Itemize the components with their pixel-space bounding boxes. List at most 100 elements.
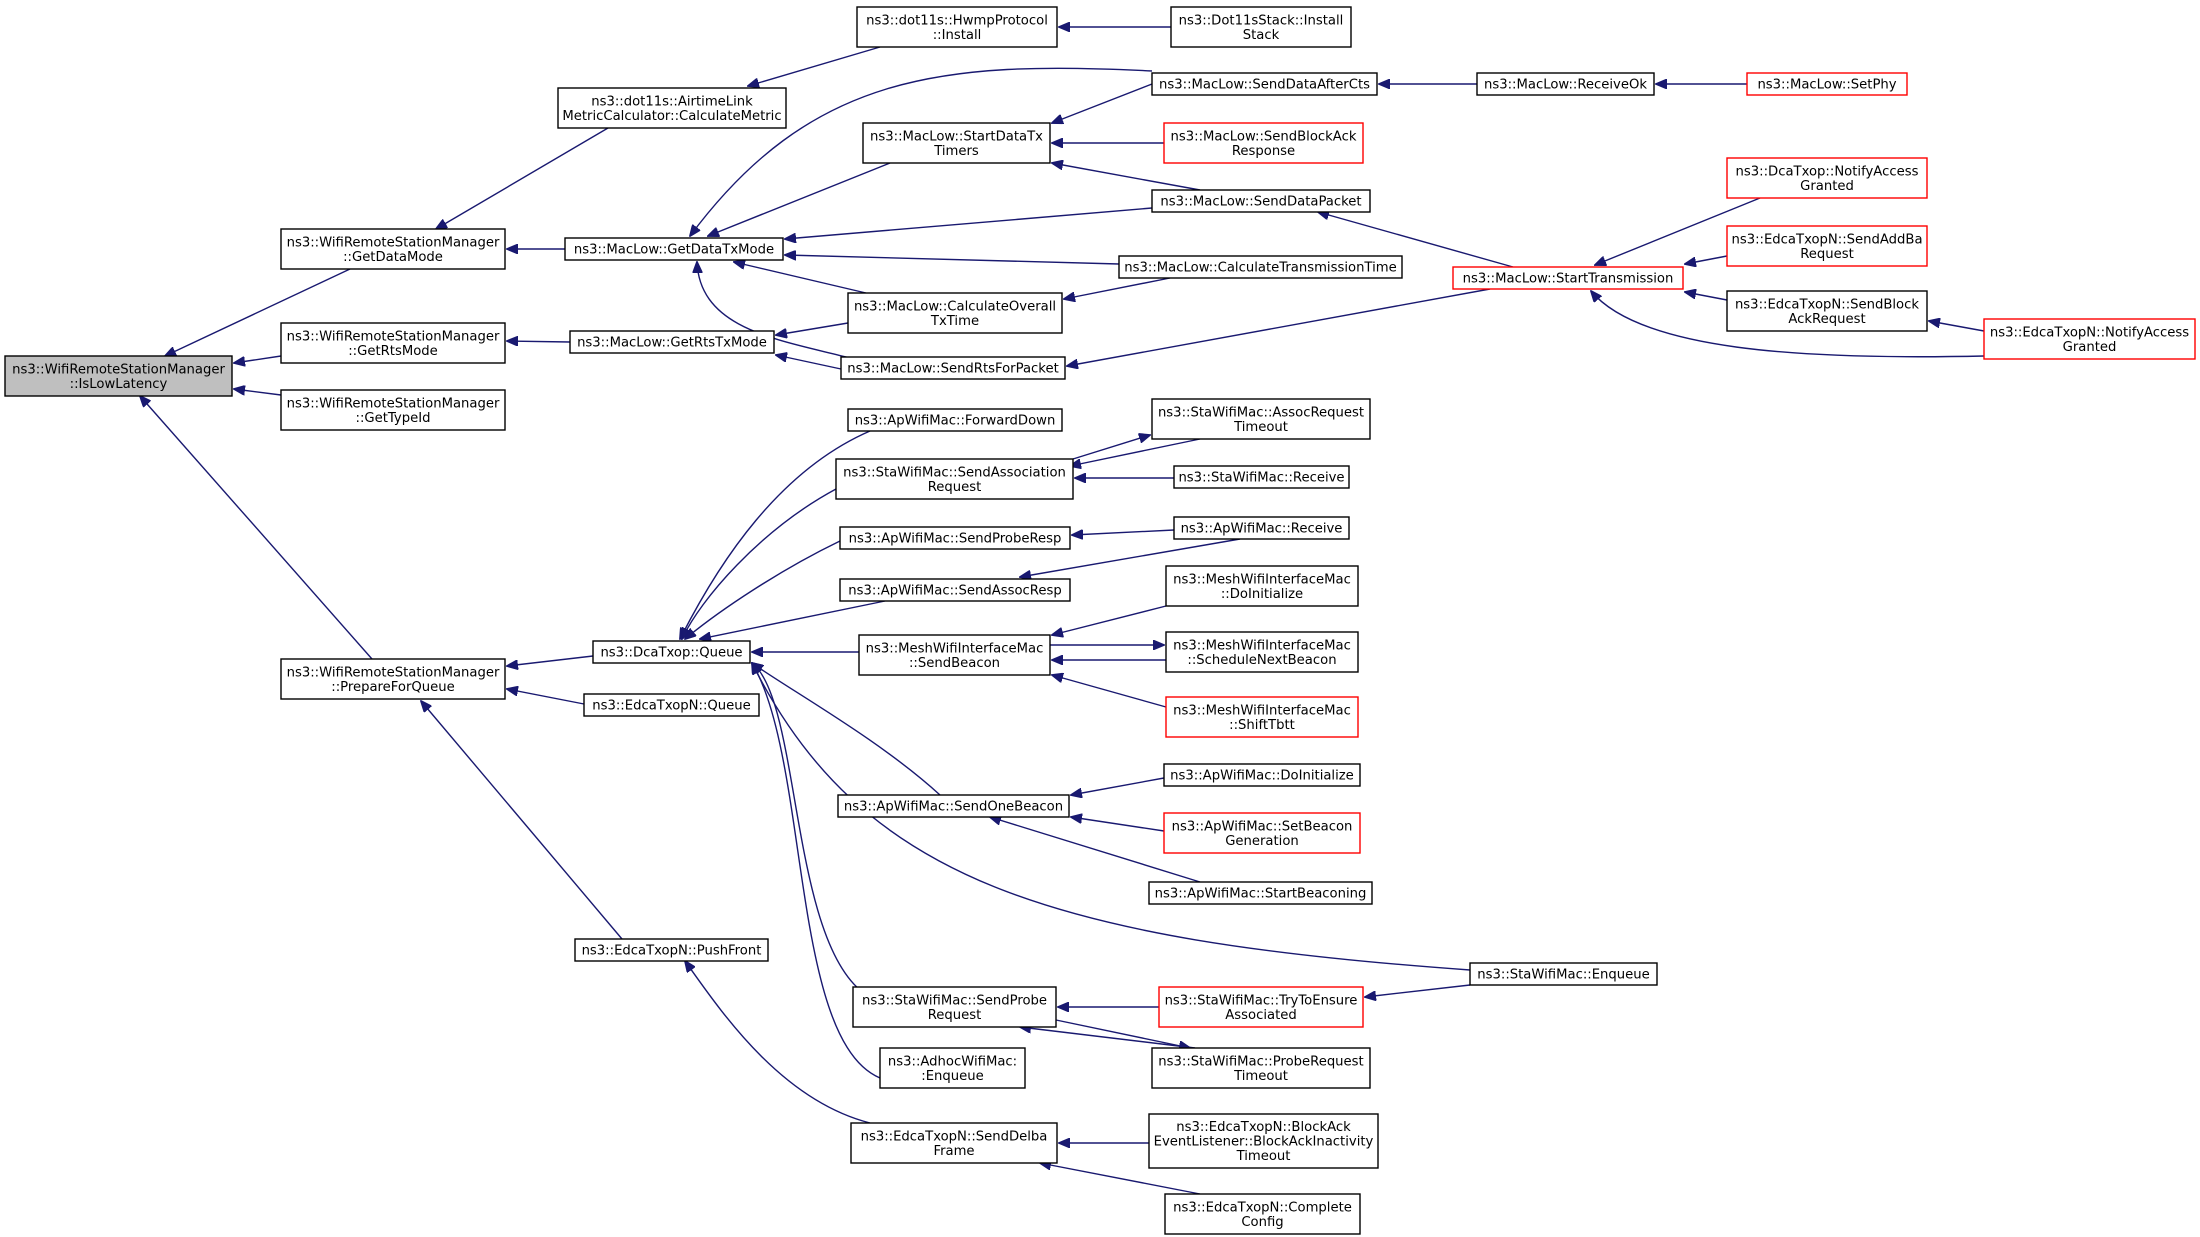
node-label: ns3::ApWifiMac::SendAssocResp: [848, 584, 1061, 599]
node-apDoInit[interactable]: ns3::ApWifiMac::DoInitialize: [1163, 763, 1361, 787]
node-label: ns3::MacLow::GetDataTxMode: [574, 243, 774, 258]
node-label: ns3::MacLow::SendBlockAck: [1171, 129, 1357, 144]
node-label: ns3::MacLow::StartTransmission: [1463, 272, 1674, 287]
node-label: ns3::dot11s::AirtimeLink: [591, 94, 753, 109]
node-sendDataPacket[interactable]: ns3::MacLow::SendDataPacket: [1151, 189, 1371, 213]
edge-edcaPushFront-to-prepareForQueue: [421, 701, 623, 940]
node-label: ns3::EdcaTxopN::Queue: [592, 699, 751, 714]
node-label: ns3::ApWifiMac::ForwardDown: [855, 414, 1056, 429]
node-calcTransmissionTime[interactable]: ns3::MacLow::CalculateTransmissionTime: [1118, 255, 1403, 279]
node-edcaBlockAckInactivity[interactable]: ns3::EdcaTxopN::BlockAckEventListener::B…: [1148, 1113, 1379, 1169]
node-label: ns3::ApWifiMac::Receive: [1181, 522, 1343, 537]
node-label: Timeout: [1236, 1149, 1291, 1164]
node-box: [4, 355, 233, 397]
edge-apForwardDown-to-dcaQueue: [680, 430, 871, 639]
node-meshSendBeacon[interactable]: ns3::MeshWifiInterfaceMac::SendBeacon: [858, 634, 1051, 676]
node-getDataMode[interactable]: ns3::WifiRemoteStationManager::GetDataMo…: [280, 228, 506, 270]
node-macGetDataTxMode[interactable]: ns3::MacLow::GetDataTxMode: [564, 237, 784, 261]
node-apSendAssocResp[interactable]: ns3::ApWifiMac::SendAssocResp: [839, 578, 1071, 602]
node-apReceive[interactable]: ns3::ApWifiMac::Receive: [1173, 516, 1350, 540]
edge-airtime-to-getDataMode: [436, 127, 609, 229]
node-box: [1469, 962, 1658, 986]
node-staReceive[interactable]: ns3::StaWifiMac::Receive: [1173, 465, 1350, 489]
node-label: Stack: [1243, 28, 1280, 43]
node-meshSchedule[interactable]: ns3::MeshWifiInterfaceMac::ScheduleNextB…: [1165, 631, 1359, 673]
node-staEnqueue[interactable]: ns3::StaWifiMac::Enqueue: [1469, 962, 1658, 986]
node-apStartBeaconing[interactable]: ns3::ApWifiMac::StartBeaconing: [1148, 881, 1373, 905]
node-label: TxTime: [930, 314, 979, 329]
node-box: [1165, 631, 1359, 673]
edge-adhocEnqueue-to-dcaQueue: [752, 663, 881, 1079]
node-box: [879, 1047, 1026, 1089]
node-receiveOk[interactable]: ns3::MacLow::ReceiveOk: [1476, 72, 1655, 96]
node-label: ::GetTypeId: [356, 411, 431, 426]
node-sendRtsForPacket[interactable]: ns3::MacLow::SendRtsForPacket: [840, 356, 1066, 380]
node-dcaQueue[interactable]: ns3::DcaTxop::Queue: [592, 640, 751, 664]
edge-edcaQueue-to-prepareForQueue: [507, 689, 585, 705]
edge-staSendProbe-to-dcaQueue: [752, 663, 861, 991]
edge-edcaNotifyAccess-to-startTransmission: [1591, 291, 1985, 358]
edge-apSendProbeResp-to-dcaQueue: [685, 540, 841, 639]
node-apSendProbeResp[interactable]: ns3::ApWifiMac::SendProbeResp: [839, 526, 1071, 550]
edge-edcaSendAddBa-to-startTransmission: [1685, 255, 1728, 264]
node-label: ns3::MeshWifiInterfaceMac: [1173, 572, 1351, 587]
node-label: ns3::EdcaTxopN::Complete: [1173, 1200, 1352, 1215]
node-meshShiftTbtt[interactable]: ns3::MeshWifiInterfaceMac::ShiftTbtt: [1165, 696, 1359, 738]
node-sendDataAfterCts[interactable]: ns3::MacLow::SendDataAfterCts: [1151, 72, 1378, 96]
node-box: [856, 6, 1058, 48]
node-getRtsMode[interactable]: ns3::WifiRemoteStationManager::GetRtsMod…: [280, 322, 506, 364]
node-label: ns3::StaWifiMac::SendProbe: [862, 993, 1047, 1008]
node-prepareForQueue[interactable]: ns3::WifiRemoteStationManager::PrepareFo…: [280, 658, 506, 700]
node-hwmpInstall[interactable]: ns3::dot11s::HwmpProtocol::Install: [856, 6, 1058, 48]
node-meshDoInit[interactable]: ns3::MeshWifiInterfaceMac::DoInitialize: [1165, 565, 1359, 607]
node-label: ns3::DcaTxop::NotifyAccess: [1736, 164, 1919, 179]
node-box: [569, 330, 775, 354]
node-setPhy[interactable]: ns3::MacLow::SetPhy: [1746, 72, 1908, 96]
edge-apStartBeaconing-to-apSendOneBeacon: [990, 817, 1201, 883]
node-apForwardDown[interactable]: ns3::ApWifiMac::ForwardDown: [847, 408, 1063, 432]
edges-layer: [140, 27, 1985, 1195]
node-box: [1163, 812, 1361, 854]
node-getTypeId[interactable]: ns3::WifiRemoteStationManager::GetTypeId: [280, 389, 506, 431]
node-box: [1452, 266, 1684, 290]
edge-meshShiftTbtt-to-meshSendBeacon: [1052, 675, 1167, 708]
node-airtime[interactable]: ns3::dot11s::AirtimeLinkMetricCalculator…: [557, 87, 787, 129]
node-box: [1165, 565, 1359, 607]
node-edcaQueue[interactable]: ns3::EdcaTxopN::Queue: [583, 693, 760, 717]
edge-apReceive-to-apSendProbeResp: [1072, 529, 1175, 535]
nodes-layer: ns3::WifiRemoteStationManager::IsLowLate…: [4, 6, 2196, 1235]
node-apSendOneBeacon[interactable]: ns3::ApWifiMac::SendOneBeacon: [837, 794, 1070, 818]
node-box: [1726, 290, 1928, 332]
node-root[interactable]: ns3::WifiRemoteStationManager::IsLowLate…: [4, 355, 233, 397]
edge-edcaSendBlockAck-to-startTransmission: [1685, 292, 1728, 301]
node-adhocEnqueue[interactable]: ns3::AdhocWifiMac::Enqueue: [879, 1047, 1026, 1089]
node-box: [847, 408, 1063, 432]
node-label: Response: [1232, 144, 1295, 159]
edge-staSendAssoc-to-staAssocTimeout: [1072, 435, 1150, 460]
edge-sendRtsForPacket-to-macGetRtsTxMode: [776, 355, 842, 370]
node-label: ns3::MeshWifiInterfaceMac: [1173, 638, 1351, 653]
node-label: ::GetRtsMode: [348, 344, 438, 359]
node-edcaPushFront[interactable]: ns3::EdcaTxopN::PushFront: [574, 938, 769, 962]
node-macGetRtsTxMode[interactable]: ns3::MacLow::GetRtsTxMode: [569, 330, 775, 354]
node-box: [564, 237, 784, 261]
edge-startTransmission-to-sendRtsForPacket: [1067, 288, 1491, 366]
node-label: ::SendBeacon: [909, 656, 1000, 671]
node-startTransmission[interactable]: ns3::MacLow::StartTransmission: [1452, 266, 1684, 290]
